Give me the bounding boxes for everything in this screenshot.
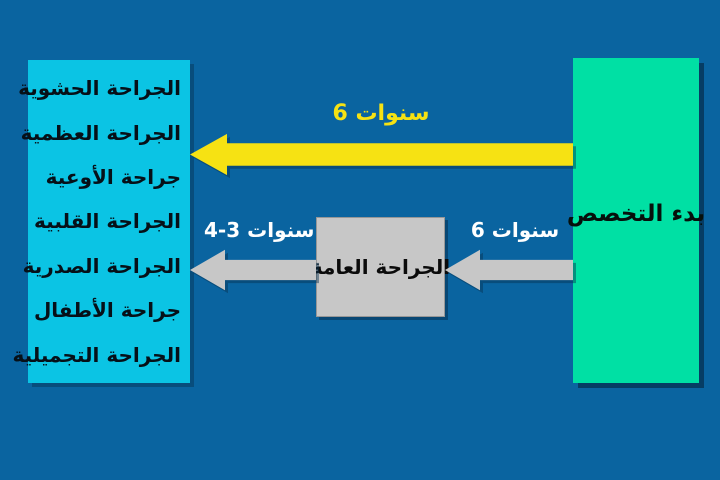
list-item: الجراحة التجميلية xyxy=(12,342,181,367)
left-arrow-icon xyxy=(445,249,573,291)
direct-path-duration-label: 6 سنوات xyxy=(332,101,430,126)
from-general-duration-label: 4-3 سنوات xyxy=(204,218,315,242)
specialties-list-box: الجراحة الحشوية الجراحة العظمية جراحة ال… xyxy=(12,60,190,383)
to-general-surgery-arrow xyxy=(445,247,573,293)
list-item: جراحة الأطفال xyxy=(33,298,181,323)
list-item: الجراحة الصدرية xyxy=(22,253,181,278)
left-arrow-icon xyxy=(190,133,573,176)
direct-path-arrow xyxy=(190,131,573,178)
list-item: الجراحة القلبية xyxy=(34,209,181,234)
list-item: الجراحة الحشوية xyxy=(18,76,181,101)
list-item: الجراحة العظمية xyxy=(20,120,181,145)
left-arrow-icon xyxy=(190,249,316,291)
start-specialization-label: بدء التخصص xyxy=(566,200,706,227)
start-specialization-box: بدء التخصص xyxy=(567,58,705,383)
from-general-surgery-arrow xyxy=(190,247,316,293)
general-surgery-box: الجراحة العامة xyxy=(311,217,450,317)
list-item: جراحة الأوعية xyxy=(45,165,181,190)
general-surgery-label: الجراحة العامة xyxy=(310,255,451,279)
to-general-duration-label: 6 سنوات xyxy=(470,218,560,242)
